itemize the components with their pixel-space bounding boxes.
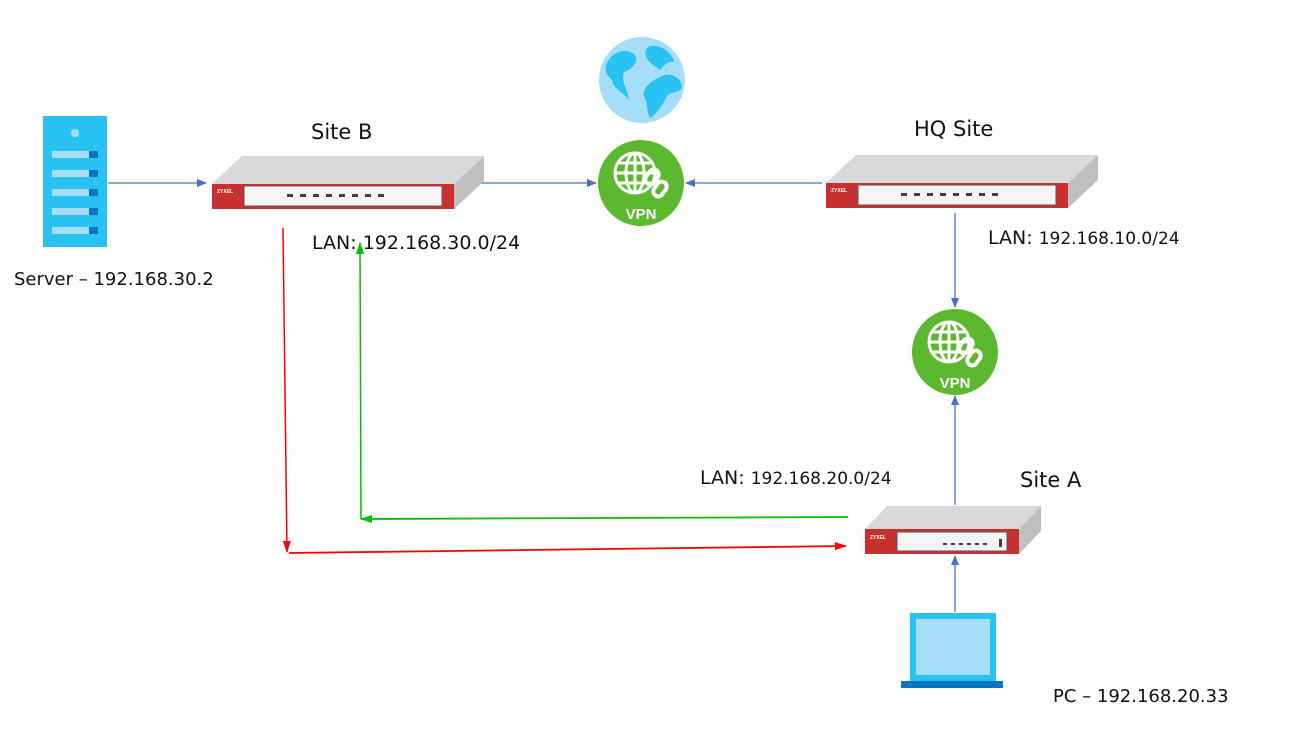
globe-icon [599,37,685,123]
hq-site-title: HQ Site [914,117,994,141]
pc-label: PC – 192.168.20.33 [1053,686,1229,707]
site-a-lan-label: LAN: 192.168.20.0/24 [700,467,892,489]
vpn-right-label: VPN [940,375,971,392]
hq-lan-prefix: LAN: [988,227,1033,249]
site-b-title: Site B [311,120,373,144]
site-a-lan-prefix: LAN: [700,467,745,489]
svg-text:ZYXEL: ZYXEL [831,188,847,194]
site-b-lan-prefix: LAN: [312,232,357,254]
path-green-vertical [356,242,365,520]
hq-lan-label: LAN: 192.168.10.0/24 [988,227,1180,249]
site-a-title: Site A [1020,468,1082,492]
site-b-firewall-icon: ZYXEL [211,155,485,210]
site-b-lan-subnet: 192.168.30.0/24 [362,232,521,254]
vpn-top-label: VPN [626,206,657,223]
vpn-right-icon [912,309,998,395]
hq-lan-subnet: 192.168.10.0/24 [1038,229,1180,249]
svg-text:ZYXEL: ZYXEL [217,189,233,195]
site-a-lan-subnet: 192.168.20.0/24 [750,469,892,489]
svg-text:ZYXEL: ZYXEL [870,535,886,541]
site-a-firewall-icon: ZYXEL [865,506,1041,554]
hq-firewall-icon: ZYXEL [825,154,1099,209]
path-red-siteb-to-sitea [282,227,291,553]
site-b-lan-label: LAN: 192.168.30.0/24 [312,232,520,254]
server-icon [43,116,107,247]
path-red-horizontal [288,542,847,554]
server-label: Server – 192.168.30.2 [14,269,214,290]
laptop-icon [901,613,1003,688]
vpn-top-icon [598,140,684,226]
path-green-horizontal [360,514,849,523]
